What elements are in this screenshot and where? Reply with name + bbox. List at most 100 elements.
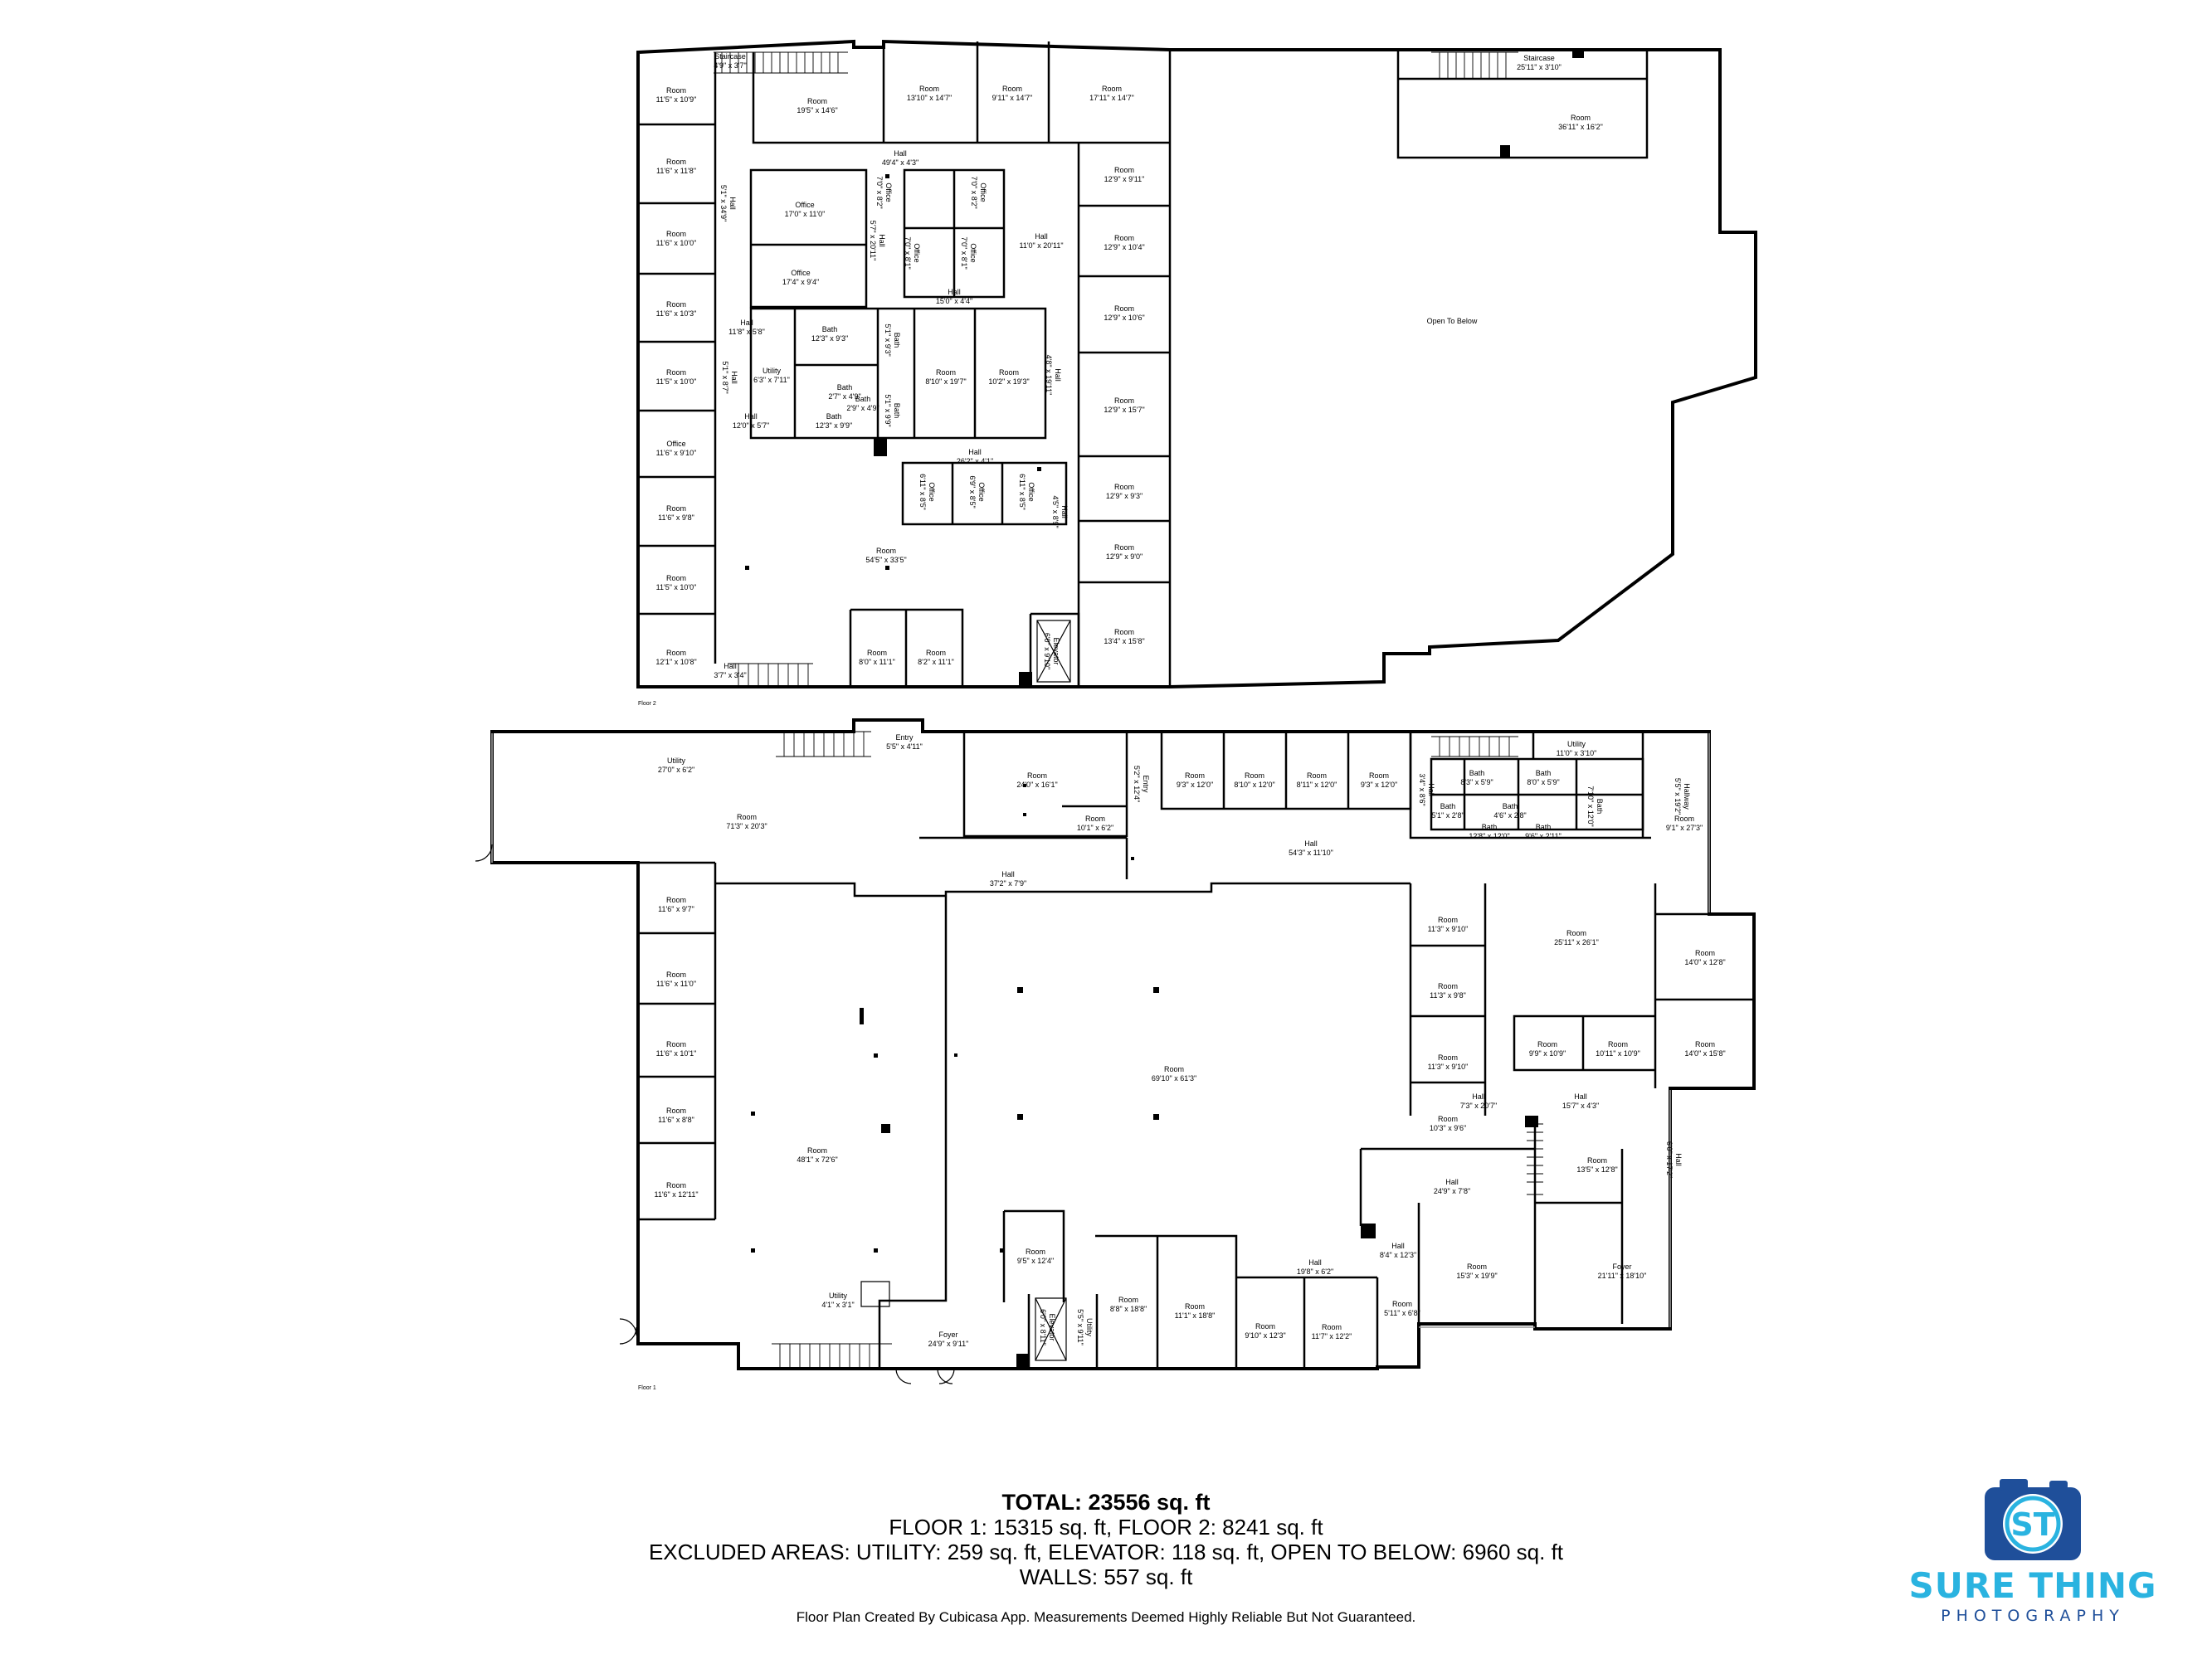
room-dimensions: 17'0" x 11'0" bbox=[785, 210, 826, 218]
room-name: Room bbox=[1114, 234, 1134, 242]
room-dimensions: 12'3" x 9'3" bbox=[811, 334, 848, 343]
room-dimensions: 8'11" x 12'0" bbox=[1297, 781, 1337, 789]
room-name: Hall bbox=[1308, 1258, 1322, 1267]
room-dimensions: 8'4" x 12'3" bbox=[1380, 1251, 1416, 1259]
room-name: Room bbox=[666, 300, 686, 309]
room-dimensions: 5'7" x 20'11" bbox=[869, 221, 877, 261]
room-dimensions: 9'9" x 10'9" bbox=[1529, 1049, 1566, 1058]
room-name: Hall bbox=[1001, 870, 1015, 878]
room-name: Room bbox=[1674, 815, 1694, 823]
room-dimensions: 25'11" x 3'10" bbox=[1517, 63, 1562, 71]
room-dimensions: 12'8" x 12'0" bbox=[1469, 832, 1509, 840]
room-name: Room bbox=[876, 547, 896, 555]
room-dimensions: 69'10" x 61'3" bbox=[1152, 1074, 1196, 1082]
room-name: Room bbox=[1438, 982, 1458, 990]
room-dimensions: 11'6" x 12'11" bbox=[654, 1190, 698, 1199]
room-dimensions: 6'9" x 8'5" bbox=[968, 475, 977, 508]
room-name: Hallway bbox=[1683, 783, 1691, 810]
room-dimensions: 8'2" x 11'1" bbox=[918, 658, 954, 666]
room-dimensions: 8'8" x 18'8" bbox=[1110, 1305, 1147, 1313]
room-dimensions: 4'8" x 19'11" bbox=[1045, 355, 1053, 396]
room-dimensions: 11'0" x 20'11" bbox=[1019, 241, 1063, 250]
room-name: Utility bbox=[829, 1292, 847, 1300]
room-name: Room bbox=[1322, 1323, 1342, 1331]
room-dimensions: 6'0" x 17'2" bbox=[1665, 1141, 1674, 1178]
room-dimensions: 5'5" x 4'11" bbox=[886, 742, 923, 751]
room-dimensions: 7'0" x 8'1" bbox=[904, 236, 912, 269]
room-dimensions: 12'1" x 10'8" bbox=[655, 658, 696, 666]
floor-2-label: Floor 2 bbox=[638, 701, 656, 707]
room-name: Room bbox=[1114, 628, 1134, 636]
room-name: Bath bbox=[837, 383, 853, 392]
room-dimensions: 11'6" x 11'0" bbox=[656, 980, 696, 988]
room-dimensions: 19'5" x 14'6" bbox=[797, 106, 837, 114]
room-dimensions: 11'3" x 9'10" bbox=[1428, 925, 1469, 933]
room-dimensions: 11'6" x 10'0" bbox=[656, 239, 697, 247]
room-dimensions: 9'1" x 27'3" bbox=[1666, 824, 1703, 832]
room-dimensions: 6'11" x 8'5" bbox=[918, 474, 927, 510]
room-dimensions: 10'3" x 9'6" bbox=[1430, 1124, 1466, 1132]
room-name: Staircase bbox=[714, 52, 746, 61]
room-name: Room bbox=[1114, 483, 1134, 491]
room-name: Room bbox=[666, 504, 686, 513]
room-dimensions: 8'0" x 11'1" bbox=[859, 658, 895, 666]
room-name: Room bbox=[1571, 114, 1591, 122]
floor-1: Floor 1 bbox=[475, 718, 1756, 1391]
room-name: Office bbox=[977, 482, 986, 501]
room-name: Room bbox=[1369, 771, 1389, 780]
room-dimensions: 24'9" x 9'11" bbox=[928, 1340, 969, 1348]
room-name: Room bbox=[1537, 1040, 1557, 1048]
room-dimensions: 15'7" x 4'3" bbox=[1562, 1102, 1599, 1110]
room-dimensions: 6'11" x 8'5" bbox=[1018, 474, 1026, 510]
room-name: Bath bbox=[855, 395, 871, 403]
room-name: Room bbox=[1164, 1065, 1184, 1073]
room-dimensions: 12'0" x 5'7" bbox=[733, 421, 769, 430]
room-name: Hall bbox=[1427, 783, 1435, 796]
room-dimensions: 5'1" x 9'3" bbox=[884, 324, 892, 356]
room-dimensions: 7'0" x 8'2" bbox=[875, 176, 884, 208]
room-dimensions: 3'4" x 8'6" bbox=[1418, 773, 1426, 805]
room-name: Hall bbox=[948, 288, 961, 296]
room-dimensions: 4'1" x 3'1" bbox=[821, 1301, 854, 1309]
room-dimensions: 11'6" x 9'7" bbox=[658, 905, 694, 913]
room-name: Bath bbox=[1469, 769, 1485, 777]
room-dimensions: 4'9" x 3'7" bbox=[714, 61, 746, 70]
room-name: Hall bbox=[1304, 839, 1318, 848]
walls-area: WALLS: 557 sq. ft bbox=[1019, 1564, 1193, 1589]
excluded-areas: EXCLUDED AREAS: UTILITY: 259 sq. ft, ELE… bbox=[648, 1540, 1564, 1564]
room-name: Bath bbox=[1536, 823, 1552, 831]
